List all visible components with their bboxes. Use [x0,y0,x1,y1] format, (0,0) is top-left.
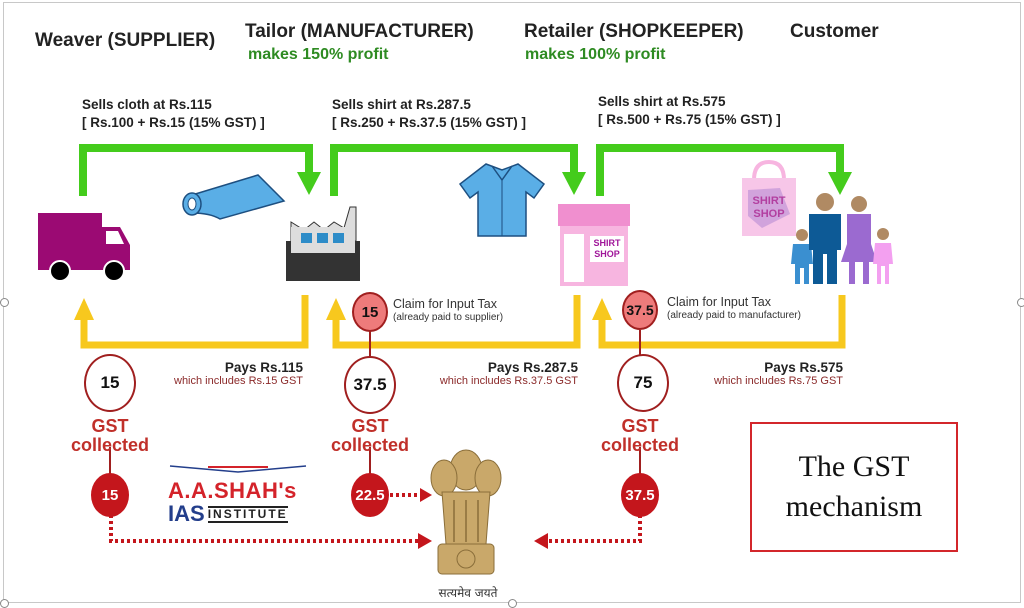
header-weaver: Weaver (SUPPLIER) [35,30,216,51]
sale-weaver: Sells cloth at Rs.115 [ Rs.100 + Rs.15 (… [82,96,265,132]
green-arrow-tailor-to-retailer [330,144,578,196]
yellow-arrow-customer-pays [598,295,846,349]
gst-collected-circle-37-5: 37.5 [344,356,396,414]
gst-label: GST [351,416,389,436]
claim-text-retailer: Claim for Input Tax (already paid to man… [667,295,801,323]
claim-circle-37-5: 37.5 [622,290,658,330]
dotted-arrow-15 [109,515,418,543]
gst-collected-circle-15: 15 [84,354,136,412]
dotted-arrow-37-5 [548,515,642,543]
header-customer: Customer [790,21,879,42]
gst-label: GST [91,416,129,436]
sale-line2: [ Rs.100 + Rs.15 (15% GST) ] [82,115,265,130]
gst-label: GST [621,416,659,436]
resize-handle[interactable] [1017,298,1024,307]
claim-text-tailor: Claim for Input Tax (already paid to sup… [393,297,503,325]
sale-line2: [ Rs.250 + Rs.37.5 (15% GST) ] [332,115,526,130]
tailor-profit: makes 150% profit [248,46,389,63]
logo-institute: INSTITUTE [207,505,288,523]
logo-name: A.A.SHAH's [168,478,297,503]
green-arrow-retailer-to-customer [596,144,844,196]
title-line2: mechanism [785,490,923,523]
sale-line2: [ Rs.500 + Rs.75 (15% GST) ] [598,112,781,127]
cloth-roll-icon [182,174,286,220]
title-line1: The GST [798,450,910,483]
yellow-arrow-tailor-pays [80,295,309,349]
sale-line1: Sells shirt at Rs.575 [598,94,726,109]
family-icon [791,193,893,284]
collected-label: collected [70,435,150,455]
sale-retailer: Sells shirt at Rs.575 [ Rs.500 + Rs.75 (… [598,93,781,129]
truck-icon [38,213,130,282]
gst-collected-circle-75: 75 [617,354,669,412]
collected-label: collected [330,435,410,455]
net-gst-circle-37-5: 37.5 [621,473,659,517]
collected-label: collected [600,435,680,455]
sale-line1: Sells cloth at Rs.115 [82,97,212,112]
logo-ias: IAS [168,501,205,526]
claim-title: Claim for Input Tax [667,295,771,309]
national-emblem-icon [430,449,502,575]
green-arrow-weaver-to-tailor [79,144,313,196]
pays-text: Pays Rs.575 [764,360,843,375]
claim-note: (already paid to supplier) [393,312,504,323]
pays-text: Pays Rs.287.5 [487,360,578,375]
shirt-shop-icon: SHIRT SHOP [558,204,630,286]
sale-line1: Sells shirt at Rs.287.5 [332,97,471,112]
payment-retailer: Pays Rs.287.5 which includes Rs.37.5 GST [440,360,578,387]
resize-handle[interactable] [0,298,9,307]
net-gst-circle-15: 15 [91,473,129,517]
bag-text: SHIRT [753,195,786,207]
includes-text: which includes Rs.75 GST [714,375,843,387]
payment-customer: Pays Rs.575 which includes Rs.75 GST [714,360,843,387]
header-retailer: Retailer (SHOPKEEPER) [524,21,744,42]
emblem-motto: सत्यमेव जयते [438,586,498,600]
claim-title: Claim for Input Tax [393,297,497,311]
retailer-profit: makes 100% profit [525,46,666,63]
payment-tailor: Pays Rs.115 which includes Rs.15 GST [174,360,303,387]
institute-logo: A.A.SHAH's IAS INSTITUTE [168,460,308,527]
shop-sign-line: SHOP [594,249,620,259]
pays-text: Pays Rs.115 [224,360,303,375]
factory-icon [286,206,360,281]
claim-circle-15: 15 [352,292,388,332]
header-tailor: Tailor (MANUFACTURER) [245,21,474,42]
includes-text: which includes Rs.37.5 GST [439,375,578,387]
bag-text: SHOP [753,208,784,220]
sale-tailor: Sells shirt at Rs.287.5 [ Rs.250 + Rs.37… [332,96,526,132]
shopping-bag-icon: SHIRT SHOP [742,159,796,236]
net-gst-circle-22-5: 22.5 [351,473,389,517]
shop-sign-line: SHIRT [593,238,621,248]
claim-note: (already paid to manufacturer) [667,310,801,321]
logo-chevron [169,465,307,473]
title-box: The GST mechanism [750,422,958,552]
shirt-icon [458,163,546,237]
yellow-arrow-retailer-pays [332,295,581,349]
includes-text: which includes Rs.15 GST [174,375,303,387]
